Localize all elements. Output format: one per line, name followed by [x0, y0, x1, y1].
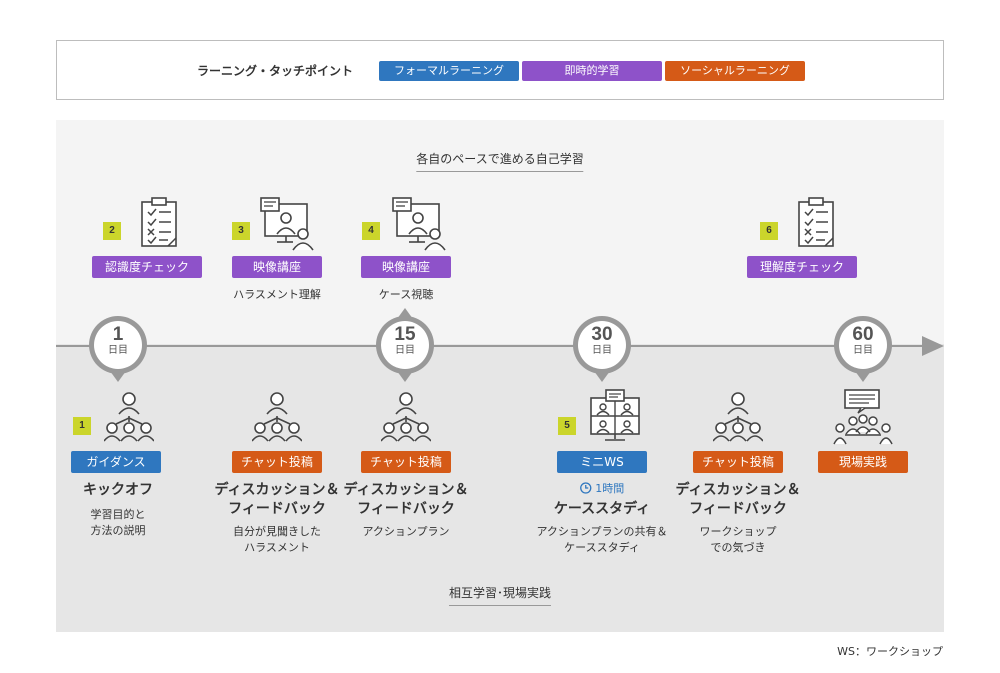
title-feedback: フィードバック: [357, 501, 455, 517]
video-lecture-icon: [392, 197, 446, 251]
day-unit: 日目: [853, 345, 873, 356]
footnote: WS：ワークショップ: [837, 645, 943, 658]
group-icon: [252, 392, 302, 442]
legend-social-tag: ソーシャルラーニング: [665, 61, 805, 81]
title-discussion: ディスカッション＆: [675, 482, 801, 498]
mutual-learning-area: [56, 344, 944, 632]
step-badge-2: 2: [103, 222, 121, 240]
tag-field-practice: 現場実践: [818, 451, 908, 473]
group-icon: [381, 392, 431, 442]
tag-mini-ws: ミニWS: [557, 451, 647, 473]
timeline-arrow-icon: [922, 336, 944, 356]
group-icon: [713, 392, 763, 442]
tag-video-course: 映像講座: [232, 256, 322, 278]
caption-line-2: での気づき: [710, 541, 766, 554]
duration-label: 1時間: [580, 480, 625, 496]
day-unit: 日目: [395, 345, 415, 356]
self-learning-area: [56, 120, 944, 344]
day-number: 1: [112, 324, 124, 345]
legend-formal-tag: フォーマルラーニング: [379, 61, 519, 81]
caption-line-2: 方法の説明: [90, 524, 146, 537]
tag-chat-post: チャット投稿: [232, 451, 322, 473]
checklist-icon: [798, 197, 834, 247]
title-discussion: ディスカッション＆: [343, 482, 469, 498]
tag-guidance: ガイダンス: [71, 451, 161, 473]
title-case-study: ケーススタディ: [553, 501, 651, 517]
step-badge-4: 4: [362, 222, 380, 240]
title-feedback: フィードバック: [689, 501, 787, 517]
meeting-table-icon: [833, 389, 893, 445]
title-discussion: ディスカッション＆: [214, 482, 340, 498]
step-badge-5: 5: [558, 417, 576, 435]
step-badge-1: 1: [73, 417, 91, 435]
legend-title: ラーニング・タッチポイント: [197, 64, 354, 78]
caption-line-1: 学習目的と: [90, 508, 146, 521]
caption-line-1: ワークショップ: [699, 525, 777, 538]
caption-line-1: アクションプランの共有＆: [536, 525, 668, 538]
caption-line-1: アクションプラン: [362, 525, 450, 538]
online-meeting-icon: [590, 389, 640, 441]
caption-harassment-understanding: ハラスメント理解: [233, 288, 321, 301]
video-lecture-icon: [260, 197, 314, 251]
tag-chat-post: チャット投稿: [693, 451, 783, 473]
caption-line-1: 自分が見聞きした: [233, 525, 321, 538]
day-number: 60: [852, 324, 874, 345]
clock-icon: [580, 482, 592, 494]
caption-line-2: ハラスメント: [244, 541, 310, 554]
step-badge-3: 3: [232, 222, 250, 240]
tag-video-course: 映像講座: [361, 256, 451, 278]
self-learning-label: 各自のペースで進める自己学習: [416, 150, 584, 172]
mutual-learning-label: 相互学習･現場実践: [448, 584, 552, 606]
step-badge-6: 6: [760, 222, 778, 240]
tag-awareness-check: 認識度チェック: [92, 256, 202, 278]
tag-comprehension-check: 理解度チェック: [747, 256, 857, 278]
day-number: 15: [394, 324, 416, 345]
title-kickoff: キックオフ: [83, 482, 153, 498]
legend-box: ラーニング・タッチポイント フォーマルラーニング 即時的学習 ソーシャルラーニン…: [56, 40, 944, 100]
caption-line-2: ケーススタディ: [564, 541, 640, 554]
group-icon: [104, 392, 154, 442]
day-unit: 日目: [108, 345, 128, 356]
timeline-line: [56, 345, 936, 347]
day-number: 30: [591, 324, 613, 345]
duration-text: 1時間: [595, 482, 625, 495]
checklist-icon: [141, 197, 177, 247]
legend-instant-tag: 即時的学習: [522, 61, 662, 81]
title-feedback: フィードバック: [228, 501, 326, 517]
day-unit: 日目: [592, 345, 612, 356]
tag-chat-post: チャット投稿: [361, 451, 451, 473]
caption-case-viewing: ケース視聴: [378, 288, 434, 301]
